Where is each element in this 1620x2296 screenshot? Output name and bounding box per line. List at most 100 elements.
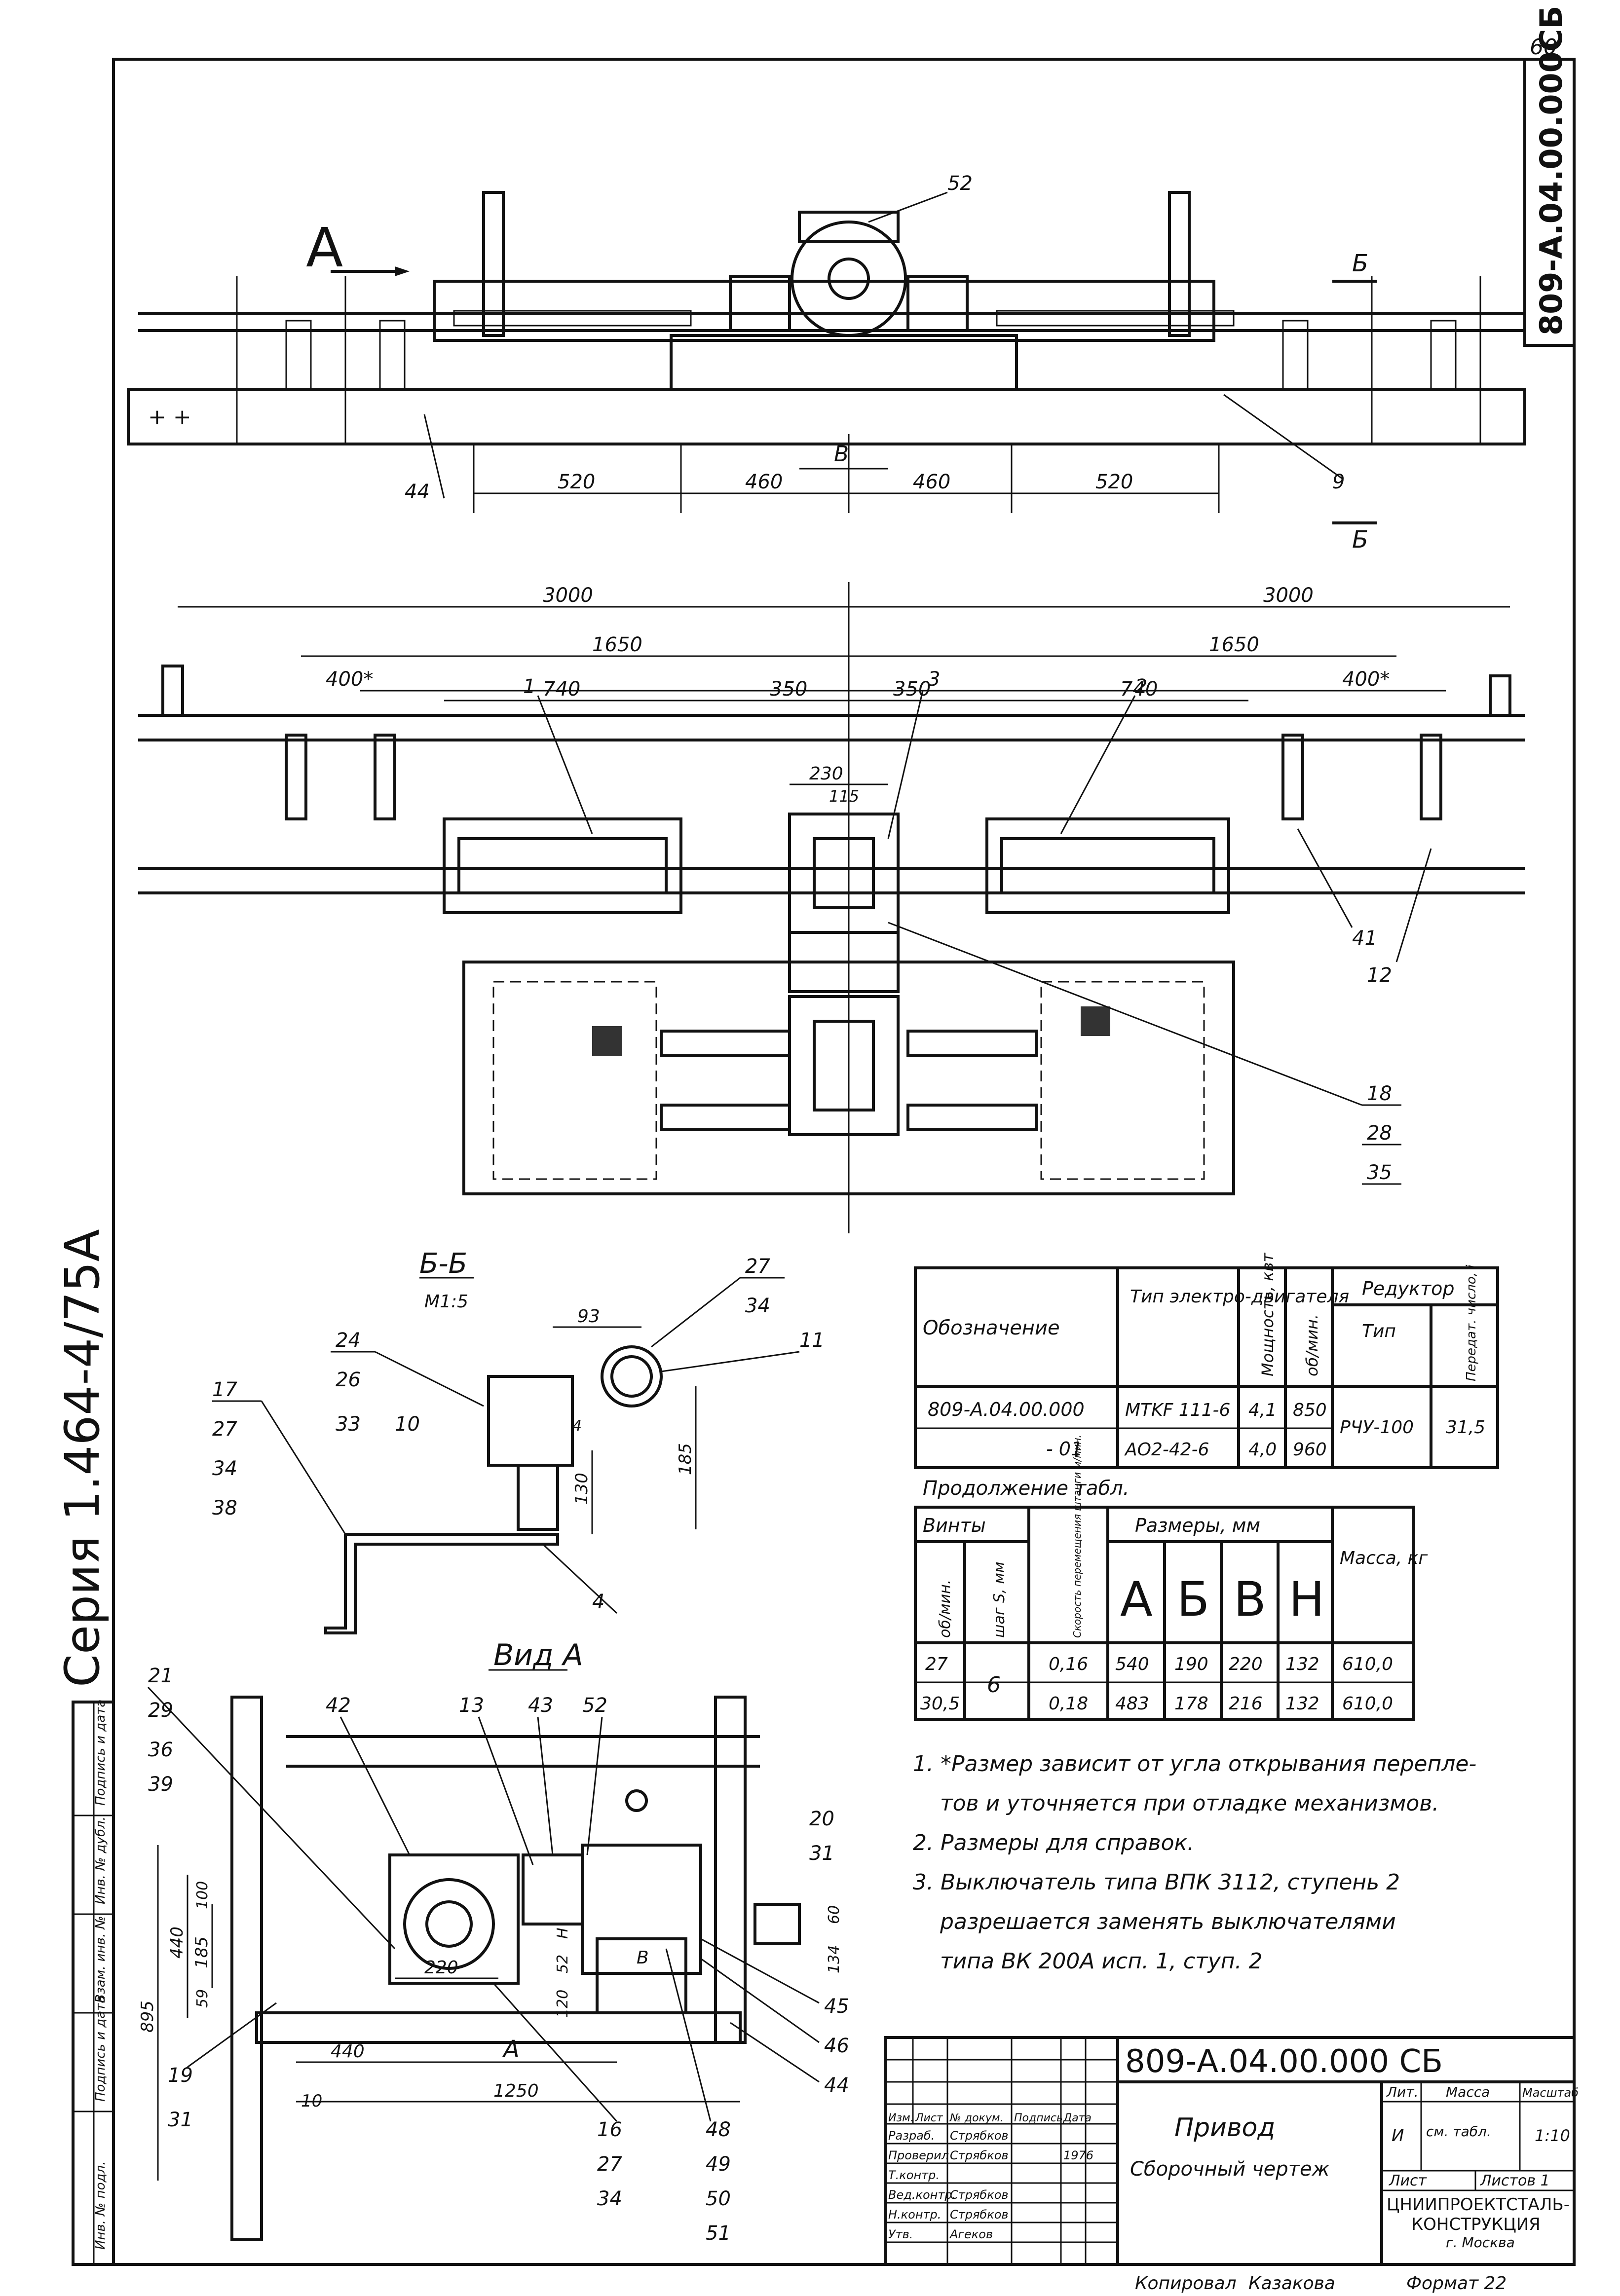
pos-11: 11	[799, 1329, 825, 1352]
strip-inv-dubl: Инв. № дубл.	[93, 1816, 108, 1904]
dim-440-h: 440	[331, 2041, 365, 2062]
tb-role-0: Разраб.	[888, 2129, 935, 2143]
th-h: Н	[1289, 1572, 1324, 1627]
title-block: 809-А.04.00.000 СБ Привод Сборочный черт…	[884, 2036, 1579, 2266]
view-a: Вид А 895 440 185 100 59 220 440 А 1250 …	[138, 1638, 849, 2245]
tb-role-2: Т.контр.	[888, 2168, 940, 2182]
cell-speed-1: 0,18	[1049, 1694, 1088, 1714]
th-sizes: Размеры, мм	[1135, 1515, 1260, 1536]
th-rpm: об/мин.	[1303, 1314, 1321, 1376]
tb-hdr-list: Лист	[915, 2112, 943, 2124]
notes: 1. *Размер зависит от угла открывания пе…	[913, 1751, 1476, 1974]
th-screws: Винты	[923, 1515, 986, 1536]
pos-21: 21	[148, 1665, 173, 1687]
dim-52: 52	[554, 1955, 571, 1973]
dim-185-bb: 185	[676, 1443, 695, 1475]
vertical-code: 809-А.04.00.000СБ	[1533, 5, 1569, 335]
tb-org1: ЦНИИПРОЕКТСТАЛЬ-	[1387, 2195, 1570, 2215]
cell-speed-0: 0,16	[1049, 1654, 1088, 1674]
pos-19: 19	[168, 2064, 193, 2087]
pos-41: 41	[1352, 927, 1377, 950]
tb-hdr-doc: № докум.	[949, 2112, 1003, 2124]
dim-460-left: 460	[745, 471, 783, 493]
tb-lit-label: Лит.	[1386, 2084, 1418, 2100]
footer-copied-name: Казакова	[1248, 2273, 1335, 2294]
tb-name-0: Стрябков	[950, 2129, 1009, 2143]
pos-13: 13	[459, 1694, 484, 1717]
cell-motor-1: АО2-42-6	[1124, 1440, 1209, 1460]
tb-name-4: Стрябков	[950, 2208, 1009, 2222]
dim-1650-right: 1650	[1209, 633, 1259, 656]
view-a-title: Вид А	[493, 1638, 583, 1672]
tb-mass-label: Масса	[1446, 2084, 1490, 2100]
tb-role-1: Проверил	[888, 2148, 949, 2162]
th-a: А	[1120, 1572, 1153, 1627]
dim-1650-left: 1650	[592, 633, 642, 656]
pos-34-bb2: 34	[745, 1295, 770, 1317]
pos-35: 35	[1367, 1161, 1392, 1184]
pos-34-bb: 34	[212, 1457, 237, 1480]
dim-93: 93	[577, 1306, 600, 1327]
plan-view: 3000 3000 1650 1650 400* 400* 740 350 35…	[138, 582, 1525, 1233]
footer-copied-label: Копировал	[1135, 2273, 1237, 2294]
pos-49: 49	[706, 2153, 731, 2176]
svg-text:+ +: + +	[148, 405, 191, 430]
cell-h-0: 132	[1285, 1654, 1319, 1674]
dim-120: 120	[554, 1990, 571, 2018]
dim-100: 100	[194, 1881, 211, 1909]
pos-52-view-a: 52	[582, 1694, 607, 1717]
pos-46: 46	[824, 2035, 849, 2057]
pos-9-top: 9	[1332, 471, 1345, 493]
cell-power-1: 4,0	[1248, 1440, 1277, 1460]
th-v: В	[1234, 1572, 1266, 1627]
pos-52-top: 52	[947, 172, 973, 195]
cell-motor-0: MTKF 111-6	[1125, 1400, 1230, 1420]
dim-230: 230	[809, 764, 843, 784]
note-3b: разрешается заменять выключателями	[940, 1909, 1396, 1934]
cell-ratio: 31,5	[1446, 1417, 1485, 1438]
tb-scale: 1:10	[1535, 2126, 1570, 2145]
pos-27-bb2: 27	[745, 1255, 770, 1278]
pos-2: 2	[1135, 675, 1147, 698]
cell-designation-1: - 01	[1046, 1438, 1083, 1460]
th-pitch: шаг S, мм	[991, 1561, 1008, 1638]
cell-b-1: 178	[1174, 1694, 1208, 1714]
note-2: 2. Размеры для справок.	[913, 1830, 1194, 1855]
pos-42: 42	[326, 1694, 351, 1717]
pos-31-bottom: 31	[168, 2109, 193, 2131]
dim-b-view-a: В	[637, 1948, 649, 1968]
strip-vzam-inv: Взам. инв. №	[93, 1916, 108, 2003]
pos-38: 38	[212, 1497, 237, 1519]
page-number: 60	[1530, 35, 1557, 60]
dim-740-left: 740	[543, 678, 580, 701]
dim-3000-left: 3000	[543, 584, 593, 607]
pos-20: 20	[809, 1808, 834, 1830]
dim-185-v: 185	[192, 1936, 212, 1968]
dim-220: 220	[424, 1958, 458, 1978]
dim-10: 10	[301, 2091, 322, 2111]
pos-33: 33	[336, 1413, 361, 1436]
cell-rpm-1: 960	[1293, 1440, 1327, 1460]
dim-134: 134	[826, 1945, 843, 1973]
strip-sign-date-1: Подпись и дата	[93, 1996, 108, 2102]
dim-740-right: 740	[1120, 678, 1158, 701]
tb-hdr-izm: Изм.	[888, 2112, 914, 2124]
cell-mass-0: 610,0	[1342, 1654, 1393, 1674]
dim-440-v: 440	[167, 1926, 187, 1959]
pos-12: 12	[1367, 964, 1392, 987]
cell-b-0: 190	[1174, 1654, 1208, 1674]
elevation-view: + + А Б Б 520 460 460 520 В 52 44 9	[127, 172, 1526, 554]
th-speed: Скорость перемещения штанги м/мин.	[1071, 1435, 1083, 1638]
dim-130: 130	[572, 1473, 592, 1505]
note-1a: 1. *Размер зависит от угла открывания пе…	[913, 1751, 1476, 1777]
pos-4: 4	[592, 1591, 604, 1613]
dim-520-right: 520	[1095, 471, 1133, 493]
tb-org3: г. Москва	[1446, 2234, 1515, 2251]
cell-a-0: 540	[1115, 1654, 1149, 1674]
tb-name-5: Агеков	[949, 2227, 993, 2241]
series-label: Серия 1.464-4/75А	[55, 1229, 110, 1687]
strip-inv-podl: Инв. № подл.	[93, 2161, 108, 2250]
cell-power-0: 4,1	[1248, 1400, 1277, 1420]
cell-v-1: 216	[1229, 1694, 1263, 1714]
pos-44-view-a: 44	[824, 2074, 849, 2097]
